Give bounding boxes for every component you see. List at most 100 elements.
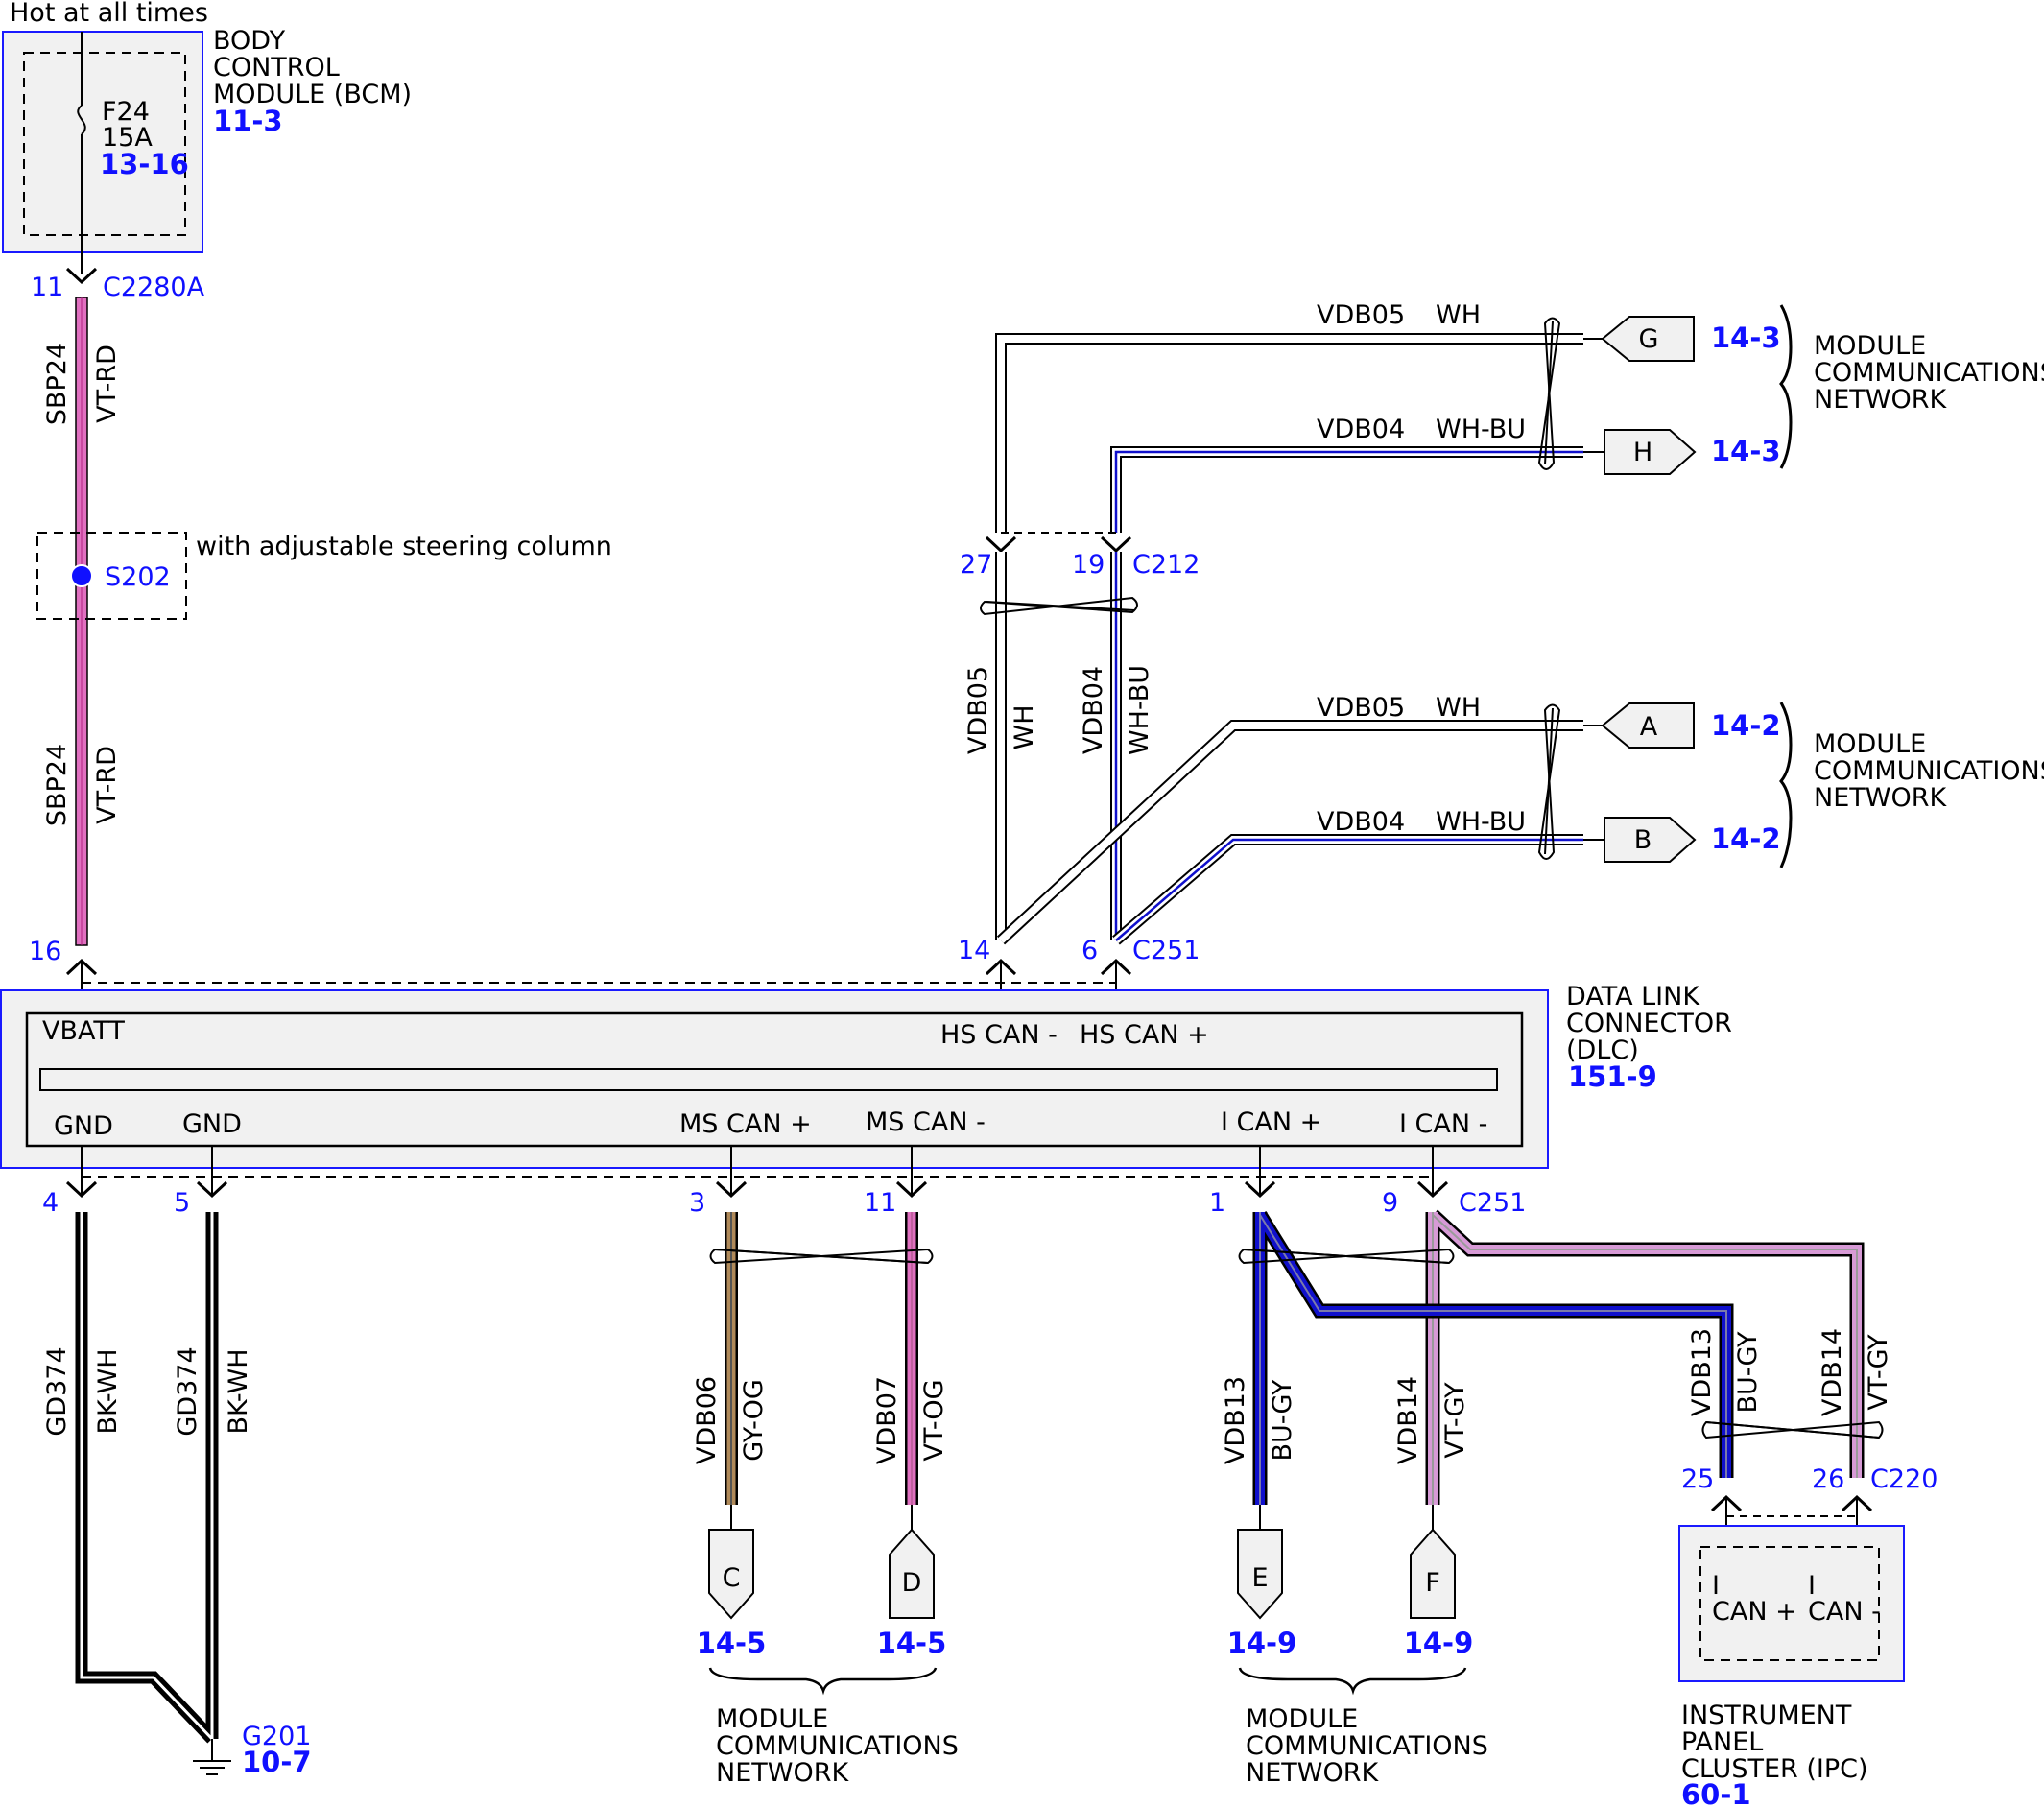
ipc-name-line-2: PANEL: [1681, 1727, 1763, 1757]
twisted-pair-ipc-icon: [1701, 1420, 1884, 1439]
g201-label[interactable]: G201: [242, 1722, 311, 1751]
brace-ms: [708, 1667, 938, 1696]
gd374-wires-outline: [75, 1212, 219, 1744]
vdb06-circuit: VDB06: [692, 1376, 722, 1464]
offpage-g-letter: G: [1639, 324, 1659, 354]
dlc-ms-can-plus-label: MS CAN +: [679, 1109, 812, 1139]
vdb04-upper-color: WH-BU: [1436, 415, 1526, 444]
c251-pin-ms-minus: 11: [864, 1188, 896, 1218]
vdb14-circuit: VDB14: [1393, 1376, 1423, 1464]
dlc-vbatt-label: VBATT: [42, 1016, 125, 1046]
ipc-vdb13-color: BU-GY: [1733, 1331, 1763, 1414]
c251-top-connector-label[interactable]: C251: [1132, 936, 1200, 965]
vdb04-upper-wire: [1114, 450, 1583, 533]
s202-option-box: [36, 532, 187, 620]
offpage-h-ref-link[interactable]: 14-3: [1711, 435, 1781, 467]
c251-pin-hs-minus: 14: [958, 936, 990, 965]
dlc-gnd1-label: GND: [54, 1111, 113, 1141]
bcm-box[interactable]: [2, 31, 203, 253]
dlc-name-line-2: CONNECTOR: [1566, 1009, 1732, 1038]
gd374-circuit-1: GD374: [42, 1346, 72, 1436]
offpage-b-letter: B: [1634, 825, 1652, 855]
offpage-f-letter: F: [1425, 1568, 1440, 1598]
bcm-inner-box: [23, 52, 186, 236]
offpage-connector-h[interactable]: [1604, 429, 1697, 475]
s202-label[interactable]: S202: [105, 562, 171, 592]
offpage-a-ref-link[interactable]: 14-2: [1711, 709, 1781, 742]
c212-connector-label[interactable]: C212: [1132, 550, 1200, 580]
dlc-name-line-3: (DLC): [1566, 1035, 1639, 1065]
bcm-ref-link[interactable]: 11-3: [213, 105, 283, 137]
sbp24-color-upper: VT-RD: [92, 345, 122, 423]
ipc-vdb13-circuit: VDB13: [1687, 1328, 1717, 1416]
c251-pin-ms-plus: 3: [689, 1188, 705, 1218]
vdb05-upper-circuit: VDB05: [1317, 300, 1405, 330]
twisted-pair-upper-icon: [1537, 317, 1561, 470]
dlc-i-can-minus-label: I CAN -: [1399, 1109, 1487, 1139]
offpage-e-letter: E: [1251, 1563, 1268, 1593]
vdb05-upper-color: WH: [1436, 300, 1481, 330]
dlc-slot: [39, 1068, 1498, 1091]
vdb04-lower-circuit: VDB04: [1317, 807, 1405, 837]
offpage-connector-f[interactable]: [1410, 1528, 1456, 1619]
vdb05-vertical-color: WH: [1010, 705, 1039, 750]
ipc-i-minus-label-top: I: [1808, 1571, 1816, 1601]
dlc-hs-can-minus-label: HS CAN -: [940, 1020, 1058, 1050]
module-comm-ms-line-2: COMMUNICATIONS: [716, 1731, 959, 1761]
c220-pin-plus: 25: [1681, 1464, 1714, 1494]
c220-pin-minus: 26: [1812, 1464, 1844, 1494]
offpage-g-ref-link[interactable]: 14-3: [1711, 321, 1781, 354]
offpage-h-letter: H: [1633, 438, 1652, 467]
dlc-ref-link[interactable]: 151-9: [1568, 1060, 1657, 1093]
twisted-pair-lower-icon: [1537, 703, 1561, 860]
sbp24-color-lower: VT-RD: [92, 746, 122, 824]
g201-ref-link[interactable]: 10-7: [242, 1746, 312, 1778]
vdb06-color: GY-OG: [739, 1379, 769, 1462]
s202-splice-dot[interactable]: [70, 564, 93, 587]
offpage-connector-c[interactable]: [708, 1529, 754, 1620]
fuse-rating: 15A: [102, 123, 153, 153]
module-comm-upper-line-2: COMMUNICATIONS: [1814, 358, 2044, 388]
offpage-connector-a[interactable]: [1601, 702, 1695, 749]
ipc-ref-link[interactable]: 60-1: [1681, 1778, 1751, 1808]
ipc-can-minus-label: CAN -: [1808, 1597, 1881, 1627]
dlc-gnd2-label: GND: [182, 1109, 242, 1139]
module-comm-i-line-2: COMMUNICATIONS: [1246, 1731, 1488, 1761]
offpage-f-ref-link[interactable]: 14-9: [1404, 1627, 1474, 1659]
hot-at-all-times-label: Hot at all times: [10, 0, 208, 28]
ipc-vdb14-color: VT-GY: [1864, 1334, 1893, 1411]
sbp24-circuit-lower: SBP24: [42, 744, 72, 826]
offpage-d-ref-link[interactable]: 14-5: [877, 1627, 947, 1659]
c251-pin-i-minus: 9: [1382, 1188, 1398, 1218]
offpage-connector-g[interactable]: [1601, 316, 1695, 362]
c220-connector-label[interactable]: C220: [1870, 1464, 1937, 1494]
gd374-wires: [80, 1212, 214, 1741]
offpage-a-letter: A: [1640, 712, 1658, 742]
dlc-hs-can-plus-label: HS CAN +: [1080, 1020, 1209, 1050]
dlc-name-line-1: DATA LINK: [1566, 982, 1700, 1011]
ipc-box[interactable]: [1678, 1525, 1905, 1682]
module-comm-lower-line-3: NETWORK: [1814, 783, 1947, 813]
vdb13-circuit: VDB13: [1221, 1376, 1250, 1464]
brace-upper: [1779, 304, 1793, 469]
module-comm-i-line-3: NETWORK: [1246, 1758, 1379, 1788]
module-comm-ms-line-1: MODULE: [716, 1704, 828, 1734]
c2280a-connector-label[interactable]: C2280A: [103, 273, 205, 302]
offpage-e-ref-link[interactable]: 14-9: [1227, 1627, 1297, 1659]
c251-pin-hs-plus: 6: [1081, 936, 1098, 965]
vdb14-color: VT-GY: [1440, 1382, 1470, 1459]
brace-lower: [1779, 702, 1793, 868]
offpage-c-ref-link[interactable]: 14-5: [697, 1627, 767, 1659]
offpage-connector-b[interactable]: [1604, 817, 1697, 863]
offpage-b-ref-link[interactable]: 14-2: [1711, 822, 1781, 855]
module-comm-lower-line-2: COMMUNICATIONS: [1814, 756, 2044, 786]
fuse-ref-link[interactable]: 13-16: [100, 148, 189, 180]
offpage-d-letter: D: [902, 1568, 922, 1598]
ipc-name-line-1: INSTRUMENT: [1681, 1701, 1852, 1730]
ipc-inner-box: [1699, 1546, 1880, 1661]
offpage-connector-d[interactable]: [889, 1528, 935, 1619]
twisted-pair-hs-icon: [980, 596, 1138, 616]
offpage-connector-e[interactable]: [1237, 1529, 1283, 1620]
c251-bottom-connector-label[interactable]: C251: [1459, 1188, 1526, 1218]
dlc-ms-can-minus-label: MS CAN -: [866, 1107, 986, 1137]
